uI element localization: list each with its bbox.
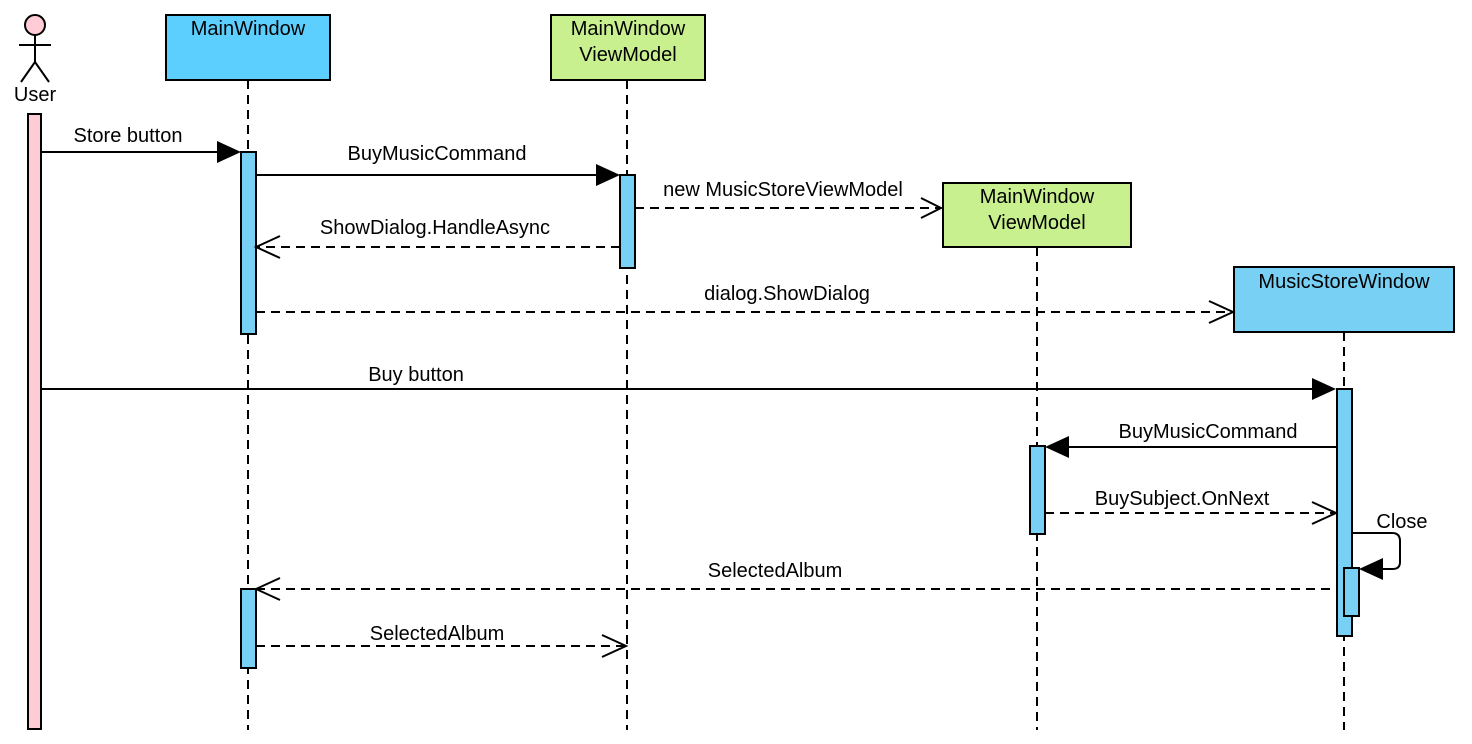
- message-new-music-store-viewmodel: new MusicStoreViewModel: [635, 179, 944, 219]
- message-selected-album-2-label: SelectedAlbum: [370, 623, 505, 645]
- participant-created-viewmodel-line2: ViewModel: [988, 212, 1085, 234]
- participant-main-window: MainWindow: [165, 14, 331, 81]
- message-selected-album-1: SelectedAlbum: [253, 560, 1330, 601]
- message-new-music-store-viewmodel-label: new MusicStoreViewModel: [663, 179, 903, 201]
- participant-music-store-window: MusicStoreWindow: [1233, 266, 1455, 333]
- user-actor: User: [14, 14, 57, 106]
- participant-main-window-label: MainWindow: [191, 18, 306, 40]
- message-close-label: Close: [1376, 511, 1427, 533]
- user-actor-head: [24, 14, 46, 36]
- message-dialog-show-dialog-label: dialog.ShowDialog: [704, 283, 870, 305]
- message-buy-music-command-2: BuyMusicCommand: [1045, 421, 1337, 458]
- participant-music-store-window-label: MusicStoreWindow: [1258, 271, 1430, 293]
- message-show-dialog-handle-async-label: ShowDialog.HandleAsync: [320, 217, 550, 239]
- message-buy-button: Buy button: [41, 364, 1336, 400]
- activation-main-window-1: [240, 151, 257, 335]
- message-buy-subject-on-next: BuySubject.OnNext: [1045, 488, 1339, 525]
- message-buy-music-command-1-label: BuyMusicCommand: [348, 143, 527, 165]
- participant-main-window-viewmodel-line1: MainWindow: [571, 18, 686, 40]
- participant-main-window-viewmodel-line2: ViewModel: [579, 44, 676, 66]
- message-show-dialog-handle-async: ShowDialog.HandleAsync: [253, 217, 620, 259]
- message-store-button: Store button: [41, 125, 241, 163]
- message-selected-album-1-label: SelectedAlbum: [708, 560, 843, 582]
- message-buy-music-command-2-label: BuyMusicCommand: [1119, 421, 1298, 443]
- message-selected-album-2: SelectedAlbum: [256, 623, 629, 658]
- participant-created-viewmodel: MainWindow ViewModel: [942, 182, 1132, 248]
- message-close-self-call: Close: [1352, 511, 1428, 580]
- participant-main-window-viewmodel: MainWindow ViewModel: [550, 14, 706, 81]
- user-actor-label: User: [14, 84, 57, 106]
- activation-created-viewmodel-1: [1029, 445, 1046, 535]
- activation-main-window-2: [240, 588, 257, 669]
- message-dialog-show-dialog: dialog.ShowDialog: [256, 283, 1236, 324]
- message-store-button-label: Store button: [74, 125, 183, 147]
- message-buy-music-command-1: BuyMusicCommand: [256, 143, 620, 186]
- participant-created-viewmodel-line1: MainWindow: [980, 186, 1095, 208]
- user-activation-bar: [27, 113, 42, 730]
- message-buy-subject-on-next-label: BuySubject.OnNext: [1095, 488, 1270, 510]
- activation-music-store-window-2: [1343, 567, 1360, 617]
- activation-main-window-viewmodel-1: [619, 174, 636, 269]
- message-buy-button-label: Buy button: [368, 364, 464, 386]
